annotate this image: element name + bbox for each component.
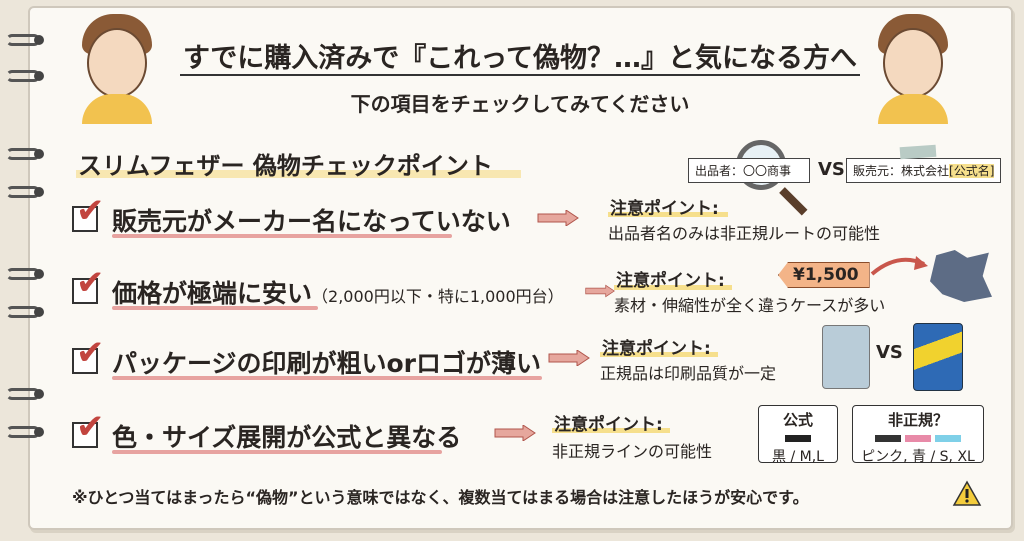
note-text: 素材・伸縮性が全く違うケースが多い — [614, 296, 886, 315]
vs-label: VS — [818, 159, 845, 180]
label-underline — [112, 376, 542, 380]
warning-icon — [952, 480, 982, 506]
unofficial-variants-box: 非正規？ ピンク, 青 / S, XL — [852, 405, 984, 465]
item-label: パッケージの印刷が粗いorロゴが薄い — [112, 349, 542, 378]
label-underline — [112, 450, 442, 454]
checkbox — [72, 422, 98, 448]
ring-hole — [34, 71, 44, 81]
item-label: 販売元がメーカー名になっていない — [112, 207, 511, 236]
checkbox — [72, 278, 98, 304]
checkbox — [72, 348, 98, 374]
checkmark-icon: ✔ — [76, 407, 105, 447]
ring-hole — [34, 427, 44, 437]
arrow-right-icon — [585, 284, 615, 298]
note-title: 注意ポイント: — [610, 199, 719, 219]
color-swatch-pink — [905, 435, 931, 442]
arrow-right-icon — [494, 425, 536, 441]
note-title: 注意ポイント: — [602, 339, 711, 359]
label-underline — [112, 306, 318, 310]
note-highlight — [614, 285, 732, 290]
section-title: スリムフェザー 偽物チェックポイント — [78, 152, 493, 180]
note-highlight — [600, 352, 718, 357]
official-seller-box: 販売元：株式会社[公式名] — [846, 158, 1002, 183]
note-text: 非正規ラインの可能性 — [552, 442, 713, 461]
note-highlight — [552, 428, 670, 433]
unofficial-title: 非正規？ — [887, 411, 948, 429]
genuine-package-illustration — [913, 323, 963, 391]
official-variants-box: 公式 黒 / M,L — [758, 405, 838, 465]
checkmark-icon: ✔ — [76, 333, 105, 373]
page-title: すでに購入済みで『これって偽物？…』と気になる方へ — [183, 43, 857, 74]
vs-label: VS — [876, 342, 903, 363]
official-title: 公式 — [782, 411, 813, 429]
tape-decoration — [899, 144, 937, 160]
price-tag: ¥1,500 — [778, 262, 870, 288]
arrow-right-icon — [548, 350, 590, 366]
fake-package-illustration — [822, 325, 870, 389]
ring-hole — [34, 187, 44, 197]
official-variants: 黒 / M,L — [772, 449, 824, 465]
note-title: 注意ポイント: — [554, 415, 663, 435]
footer-note: ※ひとつ当てはまったら“偽物”という意味ではなく、複数当てはまる場合は注意したほ… — [72, 488, 809, 507]
color-swatch-black — [785, 435, 811, 442]
checkmark-icon: ✔ — [76, 191, 105, 231]
ring-hole — [34, 149, 44, 159]
item-label: 価格が極端に安い（2,000円以下・特に1,000円台） — [112, 279, 564, 308]
color-swatch-blue — [935, 435, 961, 442]
note-text: 正規品は印刷品質が一定 — [600, 364, 777, 383]
note-text: 出品者名のみは非正規ルートの可能性 — [608, 224, 881, 243]
checkbox — [72, 206, 98, 232]
ring-hole — [34, 35, 44, 45]
ring-hole — [34, 307, 44, 317]
item-label: 色・サイズ展開が公式と異なる — [112, 423, 462, 452]
color-swatch-black — [875, 435, 901, 442]
page-subtitle: 下の項目をチェックしてみてください — [350, 92, 690, 116]
ring-hole — [34, 389, 44, 399]
arrow-right-icon — [537, 210, 579, 226]
label-underline — [112, 234, 452, 238]
seller-name-box: 出品者：〇〇商事 — [688, 158, 810, 183]
unofficial-variants: ピンク, 青 / S, XL — [861, 449, 975, 465]
section-highlight — [76, 170, 521, 178]
note-highlight — [608, 212, 728, 217]
ring-hole — [34, 269, 44, 279]
checkmark-icon: ✔ — [76, 263, 105, 303]
note-title: 注意ポイント: — [616, 271, 725, 291]
title-divider — [180, 74, 860, 76]
curved-arrow-icon — [870, 256, 928, 276]
